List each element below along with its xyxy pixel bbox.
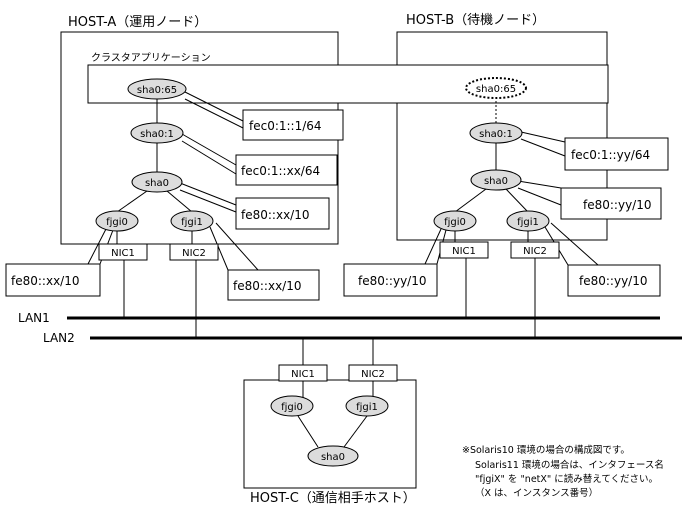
host-b-fjgi0-label: fjgi0 (444, 217, 466, 228)
host-a-sha0-address-box (235, 197, 330, 230)
host-a-sha0-1-address: fec0:1::xx/64 (241, 164, 320, 178)
cluster-application-label: クラスタアプリケーション (91, 52, 211, 64)
host-b-fjgi1-address-box (567, 264, 661, 297)
host-b-fjgi1-node (506, 210, 550, 232)
host-b-sha0-address: fe80::yy/10 (583, 198, 651, 212)
host-c-fjgi1-label: fjgi1 (356, 402, 378, 413)
host-a-fjgi1-label: fjgi1 (181, 217, 203, 228)
host-a-fjgi0-address-box (5, 263, 101, 297)
note-line-3: "fjgiX" を "netX" に読み替えてください。 (475, 473, 658, 485)
host-a-fjgi0-node (95, 210, 139, 232)
host-b-sha0-1-address: fec0:1::yy/64 (571, 148, 650, 162)
host-b-sha0-65-node (465, 77, 527, 99)
host-b-sha0-node (470, 169, 522, 191)
host-b-nic2-label: NIC2 (523, 246, 547, 257)
host-a-fjgi1-address-box (227, 269, 320, 301)
host-a-fjgi0-address: fe80::xx/10 (11, 274, 79, 288)
host-a-nic1-label: NIC1 (111, 248, 135, 259)
host-c-nic1-box (278, 364, 328, 382)
host-a-fjgi1-address: fe80::xx/10 (233, 279, 301, 293)
host-b-nic1-box (439, 241, 489, 259)
lan1-label: LAN1 (18, 311, 50, 325)
host-a-sha0-1-address-box (235, 154, 338, 186)
host-b-fjgi1-address: fe80::yy/10 (579, 274, 647, 288)
host-a-sha0-65-label: sha0:65 (137, 85, 177, 96)
note-line-1: ※Solaris10 環境の場合の構成図です。 (462, 444, 630, 456)
host-b-sha0-label: sha0 (484, 176, 508, 187)
host-c-nic2-label: NIC2 (361, 369, 385, 380)
note-line-4: （X は、インスタンス番号） (475, 487, 598, 499)
host-a-sha0-address: fe80::xx/10 (241, 208, 309, 222)
host-a-title: HOST-A（運用ノード） (68, 15, 207, 30)
host-c-box (243, 379, 417, 489)
host-c-fjgi0-label: fjgi0 (281, 402, 303, 413)
host-a-sha0-65-address: fec0:1::1/64 (249, 119, 322, 133)
host-a-sha0-node (131, 171, 183, 193)
host-b-sha0-1-label: sha0:1 (479, 129, 513, 140)
host-b-fjgi0-node (433, 210, 477, 232)
host-b-nic2-box (510, 241, 560, 259)
host-a-sha0-1-node (130, 122, 184, 144)
host-c-fjgi0-node (270, 395, 314, 417)
host-c-fjgi1-node (345, 395, 389, 417)
host-c-nic1-label: NIC1 (291, 369, 315, 380)
host-b-box (396, 31, 608, 241)
host-b-title: HOST-B（待機ノード） (406, 13, 545, 28)
host-c-nic2-box (348, 364, 398, 382)
host-b-fjgi0-address: fe80::yy/10 (358, 274, 426, 288)
host-b-sha0-1-node (469, 122, 523, 144)
host-a-fjgi0-label: fjgi0 (106, 217, 128, 228)
host-b-sha0-address-box (560, 187, 662, 220)
host-c-sha0-label: sha0 (321, 452, 345, 463)
host-b-fjgi1-label: fjgi1 (517, 217, 539, 228)
host-b-nic1-label: NIC1 (452, 246, 476, 257)
host-a-fjgi1-node (170, 210, 214, 232)
host-a-nic1-box (98, 243, 148, 261)
lan2-label: LAN2 (43, 331, 75, 345)
host-b-fjgi0-address-box (343, 263, 438, 297)
host-b-sha0-65-label: sha0:65 (476, 84, 516, 95)
host-a-sha0-65-address-box (242, 109, 344, 141)
host-c-sha0-node (307, 445, 359, 467)
host-a-nic2-box (169, 243, 219, 261)
host-c-title: HOST-C（通信相手ホスト） (250, 491, 416, 506)
host-a-sha0-label: sha0 (145, 178, 169, 189)
host-a-nic2-label: NIC2 (182, 248, 206, 259)
host-b-sha0-1-address-box (564, 137, 669, 171)
host-a-sha0-65-node (127, 78, 187, 100)
host-a-sha0-1-label: sha0:1 (140, 129, 174, 140)
note-line-2: Solaris11 環境の場合は、インタフェース名 (475, 459, 664, 471)
